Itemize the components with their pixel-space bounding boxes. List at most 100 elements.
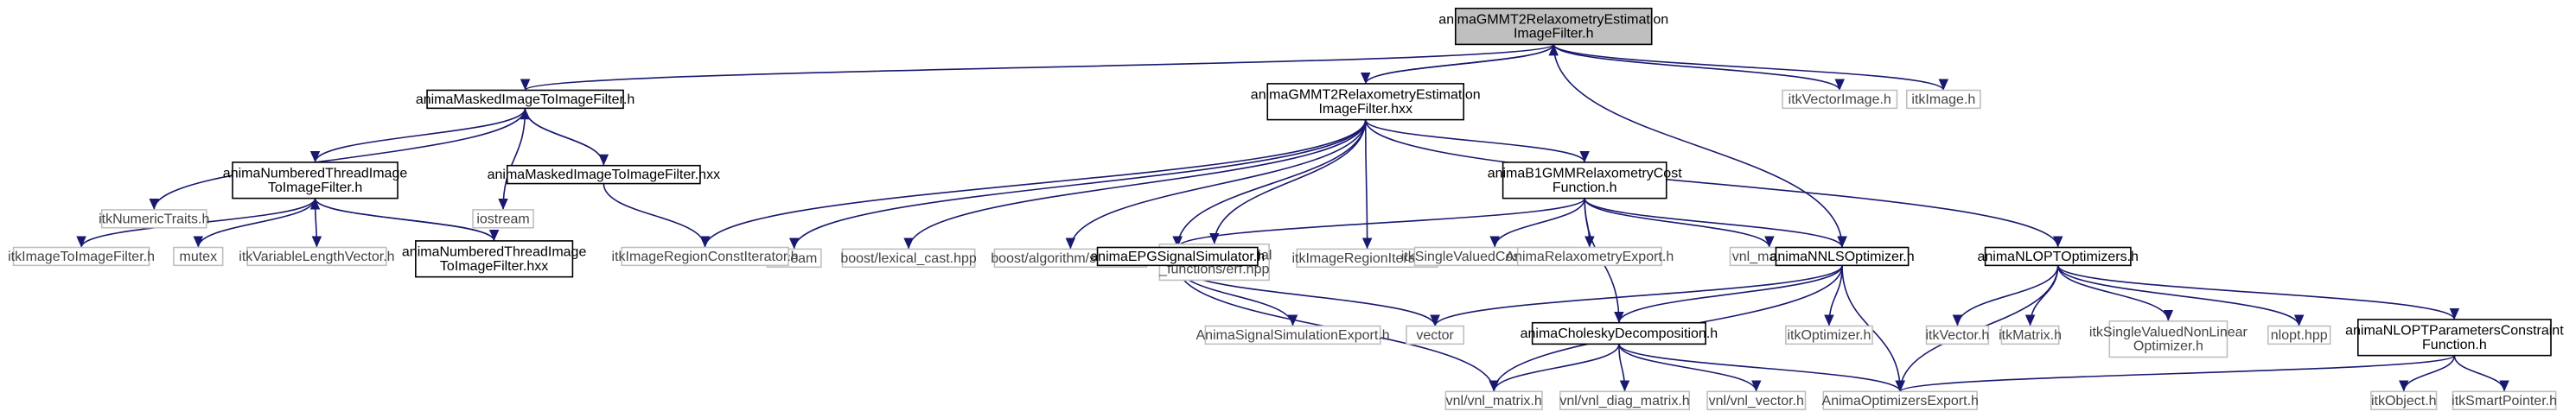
node-box-nloptConstraint <box>2356 319 2552 357</box>
node-vnl_vector: vnl/vnl_vector.h <box>1706 390 1807 411</box>
node-box-vnl_vnl_matrix <box>1444 390 1543 411</box>
node-numbered_hxx[interactable]: animaNumberedThreadImageToImageFilter.hx… <box>402 240 587 278</box>
node-box-root <box>1454 7 1653 46</box>
node-box-itkVector <box>1925 325 1990 345</box>
node-label-itkMatrix: itkMatrix.h <box>1999 328 2062 343</box>
node-itkNumericTraits: itkNumericTraits.h <box>99 209 209 229</box>
node-itkVectorImage: itkVectorImage.h <box>1782 89 1898 110</box>
node-itkMatrix: itkMatrix.h <box>1999 325 2062 345</box>
node-label-itkVector: itkVector.h <box>1925 328 1989 343</box>
node-cholesky[interactable]: animaCholeskyDecomposition.h <box>1521 321 1718 345</box>
node-box-masked_h <box>426 89 624 110</box>
edge-b1gmm-to-vnl_matrix_h <box>1584 198 1775 248</box>
node-sigExport: AnimaSignalSimulationExport.h <box>1196 325 1390 345</box>
edge-masked_hxx-to-masked_h <box>520 108 605 166</box>
node-itkObject: itkObject.h <box>2370 390 2438 411</box>
node-label-vnl_vector: vnl/vnl_vector.h <box>1709 394 1804 408</box>
edge-root-to-masked_h <box>520 43 1555 92</box>
edge-root-to-itkVectorImage <box>1553 44 1845 91</box>
node-label-b1gmm: animaB1GMMRelaxometryCost <box>1488 167 1683 181</box>
node-label-itkSingleNonLin: Optimizer.h <box>2133 339 2203 354</box>
node-vnl_vnl_matrix: vnl/vnl_matrix.h <box>1444 390 1543 411</box>
node-box-sigExport <box>1204 325 1381 345</box>
node-label-numbered_hxx: animaNumberedThreadImage <box>402 245 587 260</box>
node-label-nloptConstraint: Function.h <box>2422 338 2487 352</box>
node-masked_hxx[interactable]: animaMaskedImageToImageFilter.hxx <box>488 164 720 185</box>
node-epg[interactable]: animaEPGSignalSimulator.h <box>1090 246 1265 267</box>
node-label-itkConstIter: itkImageRegionConstIterator.h <box>612 250 799 264</box>
node-label-itkObject: itkObject.h <box>2371 394 2437 408</box>
edge-nnls-to-cholesky <box>1614 265 1843 323</box>
edge-gmm_hxx-to-lexical <box>903 119 1367 250</box>
node-label-root: animaGMMT2RelaxometryEstimation <box>1438 12 1668 27</box>
node-label-optExport: AnimaOptimizersExport.h <box>1822 394 1979 408</box>
node-label-numbered_h: ToImageFilter.h <box>268 180 362 195</box>
node-nlopt[interactable]: animaNLOPTOptimizers.h <box>1978 246 2139 267</box>
node-box-numbered_hxx <box>415 240 574 278</box>
node-vector: vector <box>1406 325 1465 345</box>
edge-nloptConstraint-to-optExport <box>1895 354 2456 393</box>
edge-masked_hxx-to-itkConstIter <box>603 183 711 248</box>
node-vnl_diag: vnl/vnl_diag_matrix.h <box>1559 390 1691 411</box>
node-itkRegionIter: itkImageRegionIterator.h <box>1291 248 1443 269</box>
node-box-nnls <box>1775 246 1910 267</box>
node-box-nlopt <box>1984 246 2132 267</box>
node-root[interactable]: animaGMMT2RelaxometryEstimationImageFilt… <box>1438 7 1668 46</box>
node-gmm_hxx[interactable]: animaGMMT2RelaxometryEstimationImageFilt… <box>1251 83 1481 121</box>
node-label-numbered_h: animaNumberedThreadImage <box>223 167 408 181</box>
edge-b1gmm-to-itkSingleCost <box>1489 198 1585 248</box>
node-nnls[interactable]: animaNNLSOptimizer.h <box>1769 246 1915 267</box>
node-box-itkObject <box>2370 390 2438 411</box>
node-box-itkMatrix <box>2000 325 2060 345</box>
node-box-vnl_diag <box>1559 390 1691 411</box>
edge-numbered_hxx-to-numbered_h <box>309 198 495 242</box>
node-label-nlopt_hpp: nlopt.hpp <box>2271 328 2328 343</box>
node-label-mutex: mutex <box>180 250 218 264</box>
node-box-itkConstIter <box>621 246 789 267</box>
node-itkImage: itkImage.h <box>1905 89 1981 110</box>
node-label-vnl_diag: vnl/vnl_diag_matrix.h <box>1559 394 1689 408</box>
edge-nlopt-to-itkVector <box>1952 265 2059 326</box>
node-label-itkSmartPointer: itkSmartPointer.h <box>2452 394 2557 408</box>
node-label-masked_hxx: animaMaskedImageToImageFilter.hxx <box>488 168 720 182</box>
node-label-itkImageToImage: itkImageToImageFilter.h <box>8 250 155 264</box>
node-label-masked_h: animaMaskedImageToImageFilter.h <box>416 92 634 107</box>
node-box-itkImage <box>1905 89 1981 110</box>
node-box-relaxExport <box>1516 246 1662 267</box>
edge-cholesky-to-vnl_vector <box>1618 344 1762 392</box>
node-box-cholesky <box>1531 321 1706 345</box>
edge-nloptConstraint-to-itkObject <box>2399 355 2456 392</box>
node-box-itkOptimizer <box>1785 325 1873 345</box>
edge-gmm_hxx-to-boost_erf <box>1209 119 1367 244</box>
node-nlopt_hpp: nlopt.hpp <box>2267 325 2331 345</box>
edge-nnls-to-vector <box>1430 265 1843 326</box>
node-box-gmm_hxx <box>1266 83 1465 121</box>
node-masked_h[interactable]: animaMaskedImageToImageFilter.h <box>416 89 634 110</box>
node-box-vnl_vector <box>1706 390 1807 411</box>
edge-gmm_hxx-to-b1gmm <box>1364 119 1590 163</box>
node-label-gmm_hxx: ImageFilter.hxx <box>1318 102 1412 117</box>
node-label-itkImage: itkImage.h <box>1911 92 1975 107</box>
edge-gmm_hxx-to-epg <box>1172 119 1367 248</box>
node-itkConstIter: itkImageRegionConstIterator.h <box>612 246 799 267</box>
node-box-itkImageToImage <box>12 246 150 267</box>
node-itkOptimizer: itkOptimizer.h <box>1785 325 1873 345</box>
node-label-cholesky: animaCholeskyDecomposition.h <box>1521 326 1718 341</box>
node-label-lexical: boost/lexical_cast.hpp <box>840 251 977 266</box>
node-box-iostream <box>472 209 534 229</box>
edge-masked_h-to-iostream <box>498 108 526 210</box>
node-label-nlopt: animaNLOPTOptimizers.h <box>1978 250 2139 264</box>
node-label-itkVectorImage: itkVectorImage.h <box>1789 92 1891 107</box>
node-box-itkVarLen <box>246 246 387 267</box>
node-label-itkSingleNonLin: itkSingleValuedNonLinear <box>2089 326 2248 340</box>
node-box-lexical <box>841 248 976 269</box>
edge-nnls-to-itkOptimizer <box>1824 265 1843 326</box>
edge-nlopt-to-itkSingleNonLin <box>2056 265 2174 321</box>
edge-masked_h-to-numbered_h <box>309 108 526 163</box>
node-label-gmm_hxx: animaGMMT2RelaxometryEstimation <box>1251 88 1481 103</box>
edge-masked_h-to-itkNumericTraits <box>149 108 526 210</box>
edge-root-to-itkImage <box>1553 43 1948 91</box>
